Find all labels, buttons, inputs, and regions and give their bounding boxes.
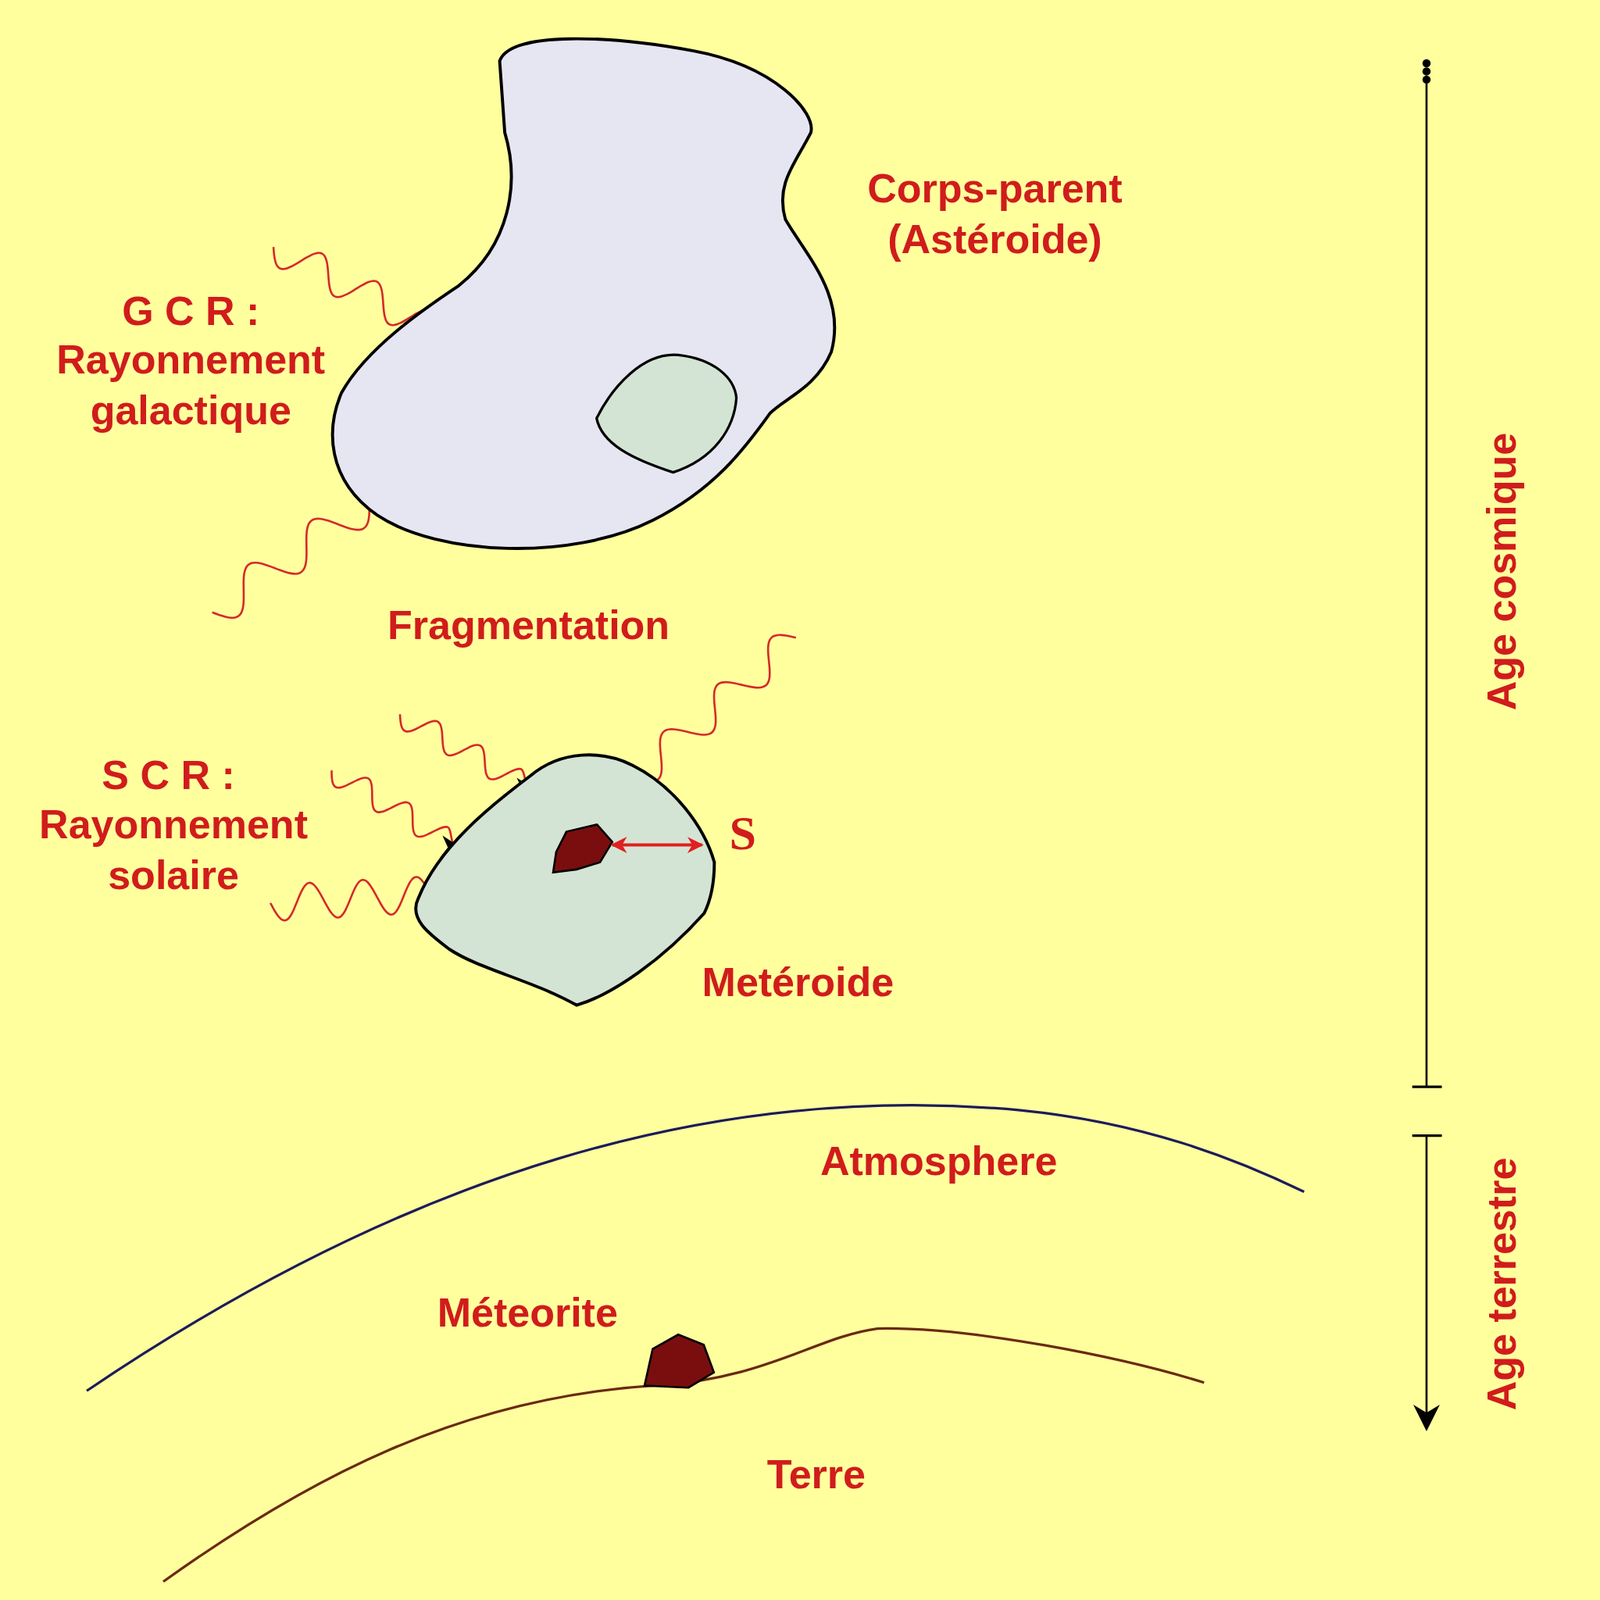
parent-body: Corps-parent (Astéroide) — [321, 20, 1174, 567]
node-label: Méteorite — [437, 1287, 618, 1339]
radiation-wave — [331, 770, 461, 850]
annotation-label: Terre — [767, 1449, 866, 1500]
annotation-label: Fragmentation — [387, 600, 670, 651]
atmosphere-line — [86, 1105, 1304, 1392]
annotation-label: Atmosphere — [820, 1135, 1058, 1187]
annotation-label: Rayonnement galactique — [26, 334, 355, 436]
shape-outline — [321, 20, 1174, 567]
meteoroid-region — [596, 354, 737, 472]
meteoroid-outline — [415, 754, 715, 1005]
meteorite-shape — [644, 1334, 715, 1388]
radiation-wave — [400, 714, 536, 791]
meteorite-fragment — [553, 824, 613, 872]
meteoroid: Metéroide — [403, 739, 929, 1021]
meteorite: Méteorite — [407, 1283, 727, 1400]
node-label: Corps-parent (Astéroide) — [830, 163, 1159, 265]
asteroid-outline — [332, 39, 836, 549]
annotation-label: S — [729, 807, 757, 859]
axis-label: Age cosmique — [1476, 432, 1528, 711]
annotation-label: Rayonnement solaire — [9, 799, 338, 901]
ground-line — [163, 1328, 1204, 1582]
annotation-label: S C R : — [101, 750, 235, 801]
axis-label: Age terrestre — [1476, 1157, 1528, 1411]
annotation-label: G C R : — [121, 285, 260, 337]
depth-arrow — [612, 843, 703, 847]
node-label: Metéroide — [702, 957, 895, 1008]
time-axis — [1412, 59, 1443, 1429]
